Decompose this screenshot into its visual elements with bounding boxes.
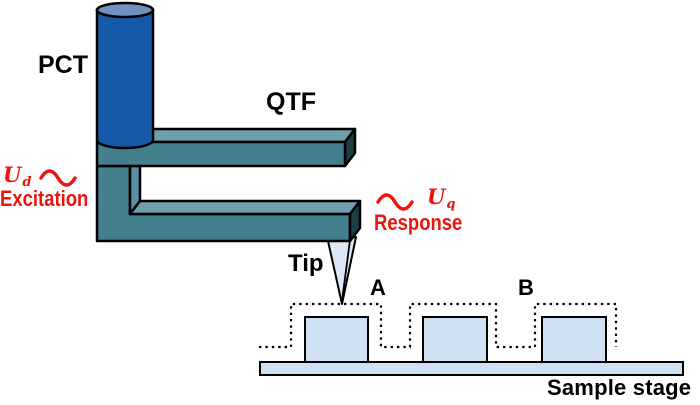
qtf-label: QTF [266,88,316,116]
probe-tip-cone [327,236,357,305]
response-voltage-letter: U [427,184,446,209]
excitation-voltage-subscript: d [22,175,32,190]
sample-stage-bar [259,361,684,376]
step-a-label: A [370,275,386,300]
step-b-label: B [518,275,534,300]
sample [259,316,684,376]
sample-block-3 [541,316,607,363]
excitation-sine-wave-icon [39,169,77,187]
response-label: Response [374,210,463,235]
sample-stage-label: Sample stage [547,375,692,400]
excitation-voltage-symbol: Ud [3,164,31,189]
sample-block-1 [304,316,369,363]
response-sine-wave-icon [376,193,414,211]
probe-tip [327,236,357,305]
sample-block-2 [422,316,488,363]
fork-lower-prong-end-face [348,199,362,243]
excitation-label: Excitation [0,186,89,211]
pct-cylinder [95,1,155,150]
qtf-fork [95,127,362,243]
pct-cylinder-body [95,8,155,150]
pct-label: PCT [38,51,88,79]
pct-cylinder-top [95,1,155,19]
excitation-voltage-letter: U [3,162,22,187]
tip-label: Tip [288,250,324,277]
response-voltage-subscript: q [446,197,456,212]
response-voltage-symbol: Uq [427,186,455,211]
fork-lower-prong-top-face [128,199,362,216]
probe-tip-edge-line [341,239,351,302]
